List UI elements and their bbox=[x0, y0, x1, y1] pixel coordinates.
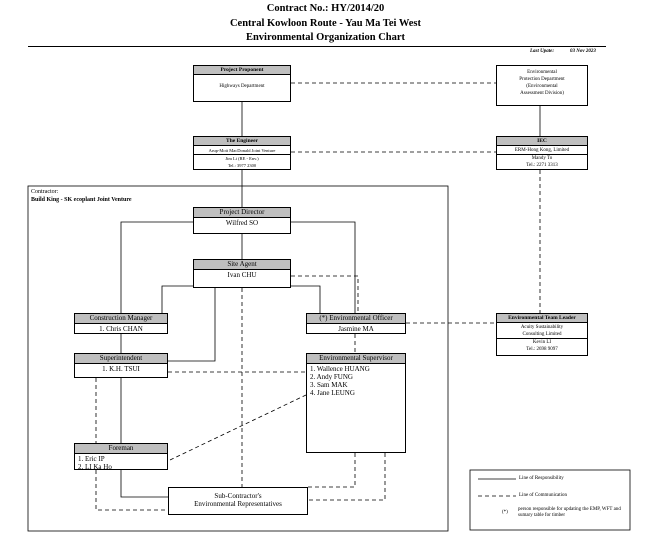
superintendent-name: 1. K.H. TSUI bbox=[102, 365, 140, 373]
environmental-supervisor-name: 2. Andy FUNG bbox=[310, 373, 353, 381]
chart-title: Environmental Organization Chart bbox=[245, 32, 406, 43]
superintendent-title: Superintendent bbox=[75, 354, 167, 364]
iec-phone: Tel.: 2271 3313 bbox=[526, 163, 558, 168]
legend-communication: Line of Communication bbox=[519, 493, 568, 498]
etl-phone: Tel.: 2698 9097 bbox=[526, 347, 558, 352]
environmental-officer-name: Jasmine MA bbox=[338, 325, 374, 333]
engineer-box: The Engineer Arup-Mott MacDonald Joint V… bbox=[193, 136, 291, 170]
foreman-title: Foreman bbox=[75, 444, 167, 454]
etl-contact: Kevin LI bbox=[532, 340, 552, 345]
epd-line: (Environmental bbox=[526, 84, 558, 89]
legend-responsibility: Line of Responsibility bbox=[519, 476, 564, 481]
contractor-label: Contractor: bbox=[31, 189, 59, 195]
legend-marker: (*) bbox=[502, 510, 508, 515]
foreman-name: 1. Eric IP bbox=[78, 455, 105, 463]
subcontractor-box: Sub-Contractor's Environmental Represent… bbox=[168, 487, 308, 515]
project-proponent-box: Project Proponent Highways Department bbox=[193, 65, 291, 102]
project-proponent-title: Project Proponent bbox=[194, 66, 290, 75]
etl-company: Consulting Limited bbox=[497, 331, 587, 339]
environmental-supervisor-title: Environmental Supervisor bbox=[307, 354, 405, 364]
site-agent-name: Ivan CHU bbox=[227, 271, 257, 279]
iec-company: ERM-Hong Kong, Limited bbox=[497, 147, 587, 155]
environmental-officer-title: (*) Environmental Officer bbox=[307, 314, 405, 324]
environmental-officer-box: (*) Environmental Officer Jasmine MA bbox=[306, 313, 406, 334]
iec-box: IEC ERM-Hong Kong, Limited Mandy To Tel.… bbox=[496, 136, 588, 170]
construction-manager-box: Construction Manager 1. Chris CHAN bbox=[74, 313, 168, 334]
epd-line: Environmental bbox=[527, 70, 557, 75]
environmental-supervisor-name: 3. Sam MAK bbox=[310, 381, 348, 389]
project-name: Central Kowloon Route - Yau Ma Tei West bbox=[229, 18, 422, 29]
superintendent-box: Superintendent 1. K.H. TSUI bbox=[74, 353, 168, 378]
epd-line: Protection Department bbox=[519, 77, 565, 82]
epd-box: Environmental Protection Department (Env… bbox=[496, 65, 588, 106]
contractor-name: Build King - SK ecoplant Joint Venture bbox=[31, 197, 132, 203]
construction-manager-title: Construction Manager bbox=[75, 314, 167, 324]
header-rule bbox=[28, 46, 606, 47]
environmental-team-leader-title: Environmental Team Leader bbox=[497, 314, 587, 323]
iec-contact: Mandy To bbox=[531, 156, 553, 161]
iec-title: IEC bbox=[497, 137, 587, 146]
engineer-title: The Engineer bbox=[194, 137, 290, 146]
environmental-team-leader-box: Environmental Team Leader Acuity Sustain… bbox=[496, 313, 588, 356]
environmental-supervisor-name: 4. Jane LEUNG bbox=[310, 389, 355, 397]
subcontractor-label: Sub-Contractor's bbox=[214, 492, 262, 500]
last-update-label: Last Upate: bbox=[530, 49, 555, 54]
engineer-contact: Jim Li (RE - Env.) bbox=[225, 156, 259, 161]
legend-note: person responsible for updating the EMP,… bbox=[518, 507, 621, 518]
project-proponent-name: Highways Department bbox=[219, 84, 265, 89]
environmental-supervisor-name: 1. Wallence HUANG bbox=[310, 365, 370, 373]
last-update-date: 03 Nov 2023 bbox=[570, 49, 596, 54]
construction-manager-name: 1. Chris CHAN bbox=[99, 325, 143, 333]
project-director-box: Project Director Wilfred SO bbox=[193, 207, 291, 234]
epd-line: Assessment Division) bbox=[520, 91, 564, 96]
foreman-box: Foreman 1. Eric IP 2. LI Ka Ho bbox=[74, 443, 168, 471]
site-agent-box: Site Agent Ivan CHU bbox=[193, 259, 291, 288]
project-director-name: Wilfred SO bbox=[225, 219, 259, 227]
engineer-company: Arup-Mott MacDonald Joint Venture bbox=[194, 147, 290, 155]
project-director-title: Project Director bbox=[194, 208, 290, 218]
subcontractor-label: Environmental Representatives bbox=[194, 500, 282, 508]
environmental-supervisor-box: Environmental Supervisor 1. Wallence HUA… bbox=[306, 353, 406, 453]
foreman-name: 2. LI Ka Ho bbox=[78, 463, 112, 471]
etl-company: Acuity Sustainability bbox=[520, 325, 564, 330]
site-agent-title: Site Agent bbox=[194, 260, 290, 270]
engineer-phone: Tel.: 3977 2300 bbox=[227, 163, 257, 168]
contract-number: Contract No.: HY/2014/20 bbox=[266, 3, 385, 14]
